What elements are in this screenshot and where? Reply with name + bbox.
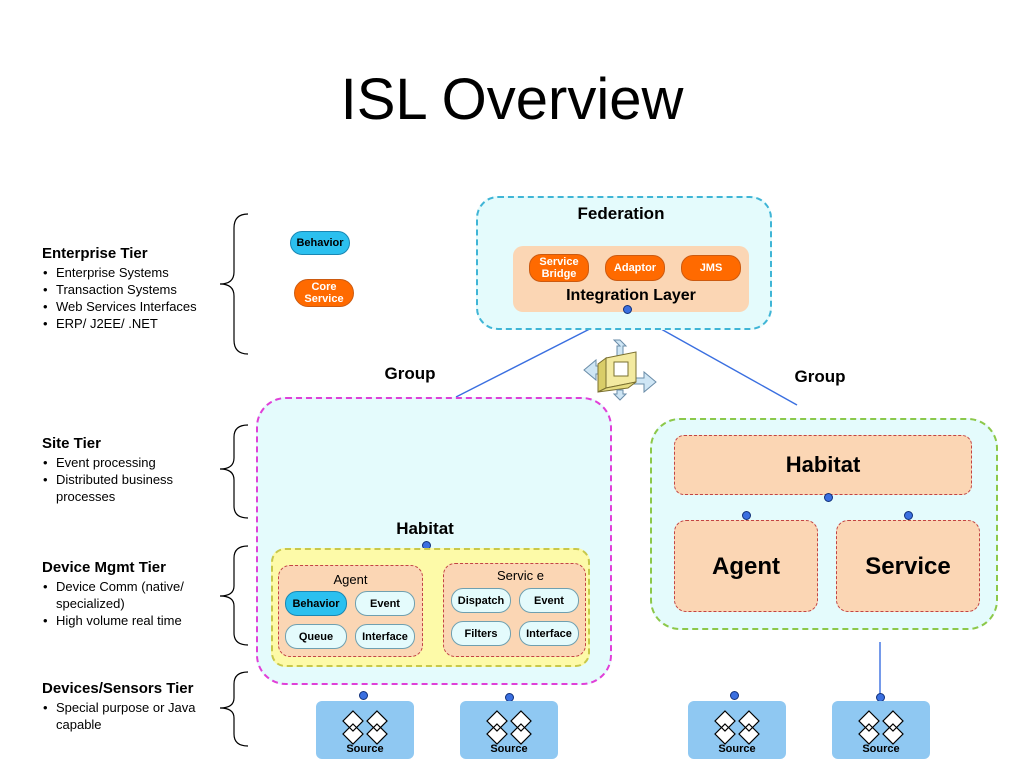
brace-site (219, 424, 249, 519)
tier-heading: Site Tier (42, 435, 101, 452)
agent-label: Agent (333, 572, 368, 587)
agent-queue: Queue (285, 624, 347, 649)
federation-label: Federation (577, 204, 665, 223)
agent-event: Event (355, 591, 415, 616)
tier-item: Device Comm (native/ specialized) (42, 578, 212, 612)
service-dispatch: Dispatch (451, 588, 511, 613)
service-right-label: Service (865, 553, 951, 580)
source-device: Source (460, 701, 558, 759)
tier-site: Site Tier Event processing Distributed b… (42, 434, 212, 505)
network-cube-icon (583, 339, 657, 401)
habitat-right-label: Habitat (785, 452, 861, 477)
sensor-icon (714, 710, 760, 745)
agent-behavior: Behavior (285, 591, 347, 616)
adaptor: Adaptor (605, 255, 665, 281)
source-device: Source (316, 701, 414, 759)
brace-devices-sensors (219, 671, 249, 747)
group-right-label: Group (794, 367, 846, 386)
tier-heading: Device Mgmt Tier (42, 559, 166, 576)
tier-item: Web Services Interfaces (42, 298, 197, 315)
source-device: Source (832, 701, 930, 759)
brace-device-mgmt (219, 545, 249, 646)
jms: JMS (681, 255, 741, 281)
source-connector (359, 691, 368, 700)
legend-behavior: Behavior (290, 231, 350, 255)
service-event: Event (519, 588, 579, 613)
sensor-icon (858, 710, 904, 745)
service-right-connector (904, 511, 913, 520)
agent-right-connector (742, 511, 751, 520)
service-label: Servic e (497, 568, 544, 583)
source-label: Source (346, 743, 384, 755)
tier-item: Transaction Systems (42, 281, 197, 298)
habitat-right-connector (824, 493, 833, 502)
tier-item: Event processing (42, 454, 212, 471)
source-connector (730, 691, 739, 700)
tier-heading: Enterprise Tier (42, 245, 148, 262)
source-device: Source (688, 701, 786, 759)
service-bridge: Service Bridge (529, 254, 589, 282)
sensor-icon (342, 710, 388, 745)
tier-item: Enterprise Systems (42, 264, 197, 281)
integration-layer-label: Integration Layer (566, 287, 696, 304)
tier-item: Special purpose or Java capable (42, 699, 217, 733)
source-label: Source (718, 743, 756, 755)
tier-enterprise: Enterprise Tier Enterprise Systems Trans… (42, 244, 197, 332)
tier-item: High volume real time (42, 612, 212, 629)
tier-item: Distributed business processes (42, 471, 212, 505)
tier-item: ERP/ J2EE/ .NET (42, 315, 197, 332)
source-label: Source (490, 743, 528, 755)
brace-enterprise (219, 213, 249, 355)
habitat-left-label: Habitat (396, 519, 454, 538)
page-title: ISL Overview (340, 67, 684, 132)
agent-interface: Interface (355, 624, 415, 649)
source-label: Source (862, 743, 900, 755)
agent-right-label: Agent (712, 553, 780, 580)
federation-connector (623, 305, 632, 314)
tier-devices-sensors: Devices/Sensors Tier Special purpose or … (42, 679, 217, 733)
tier-device-mgmt: Device Mgmt Tier Device Comm (native/ sp… (42, 558, 212, 629)
service-right-box (836, 520, 980, 612)
service-interface: Interface (519, 621, 579, 646)
sensor-icon (486, 710, 532, 745)
service-filters: Filters (451, 621, 511, 646)
habitat-right-box (674, 435, 972, 495)
agent-right-box (674, 520, 818, 612)
legend-core-service: Core Service (294, 279, 354, 307)
tier-heading: Devices/Sensors Tier (42, 680, 194, 697)
group-left-label: Group (384, 364, 436, 383)
